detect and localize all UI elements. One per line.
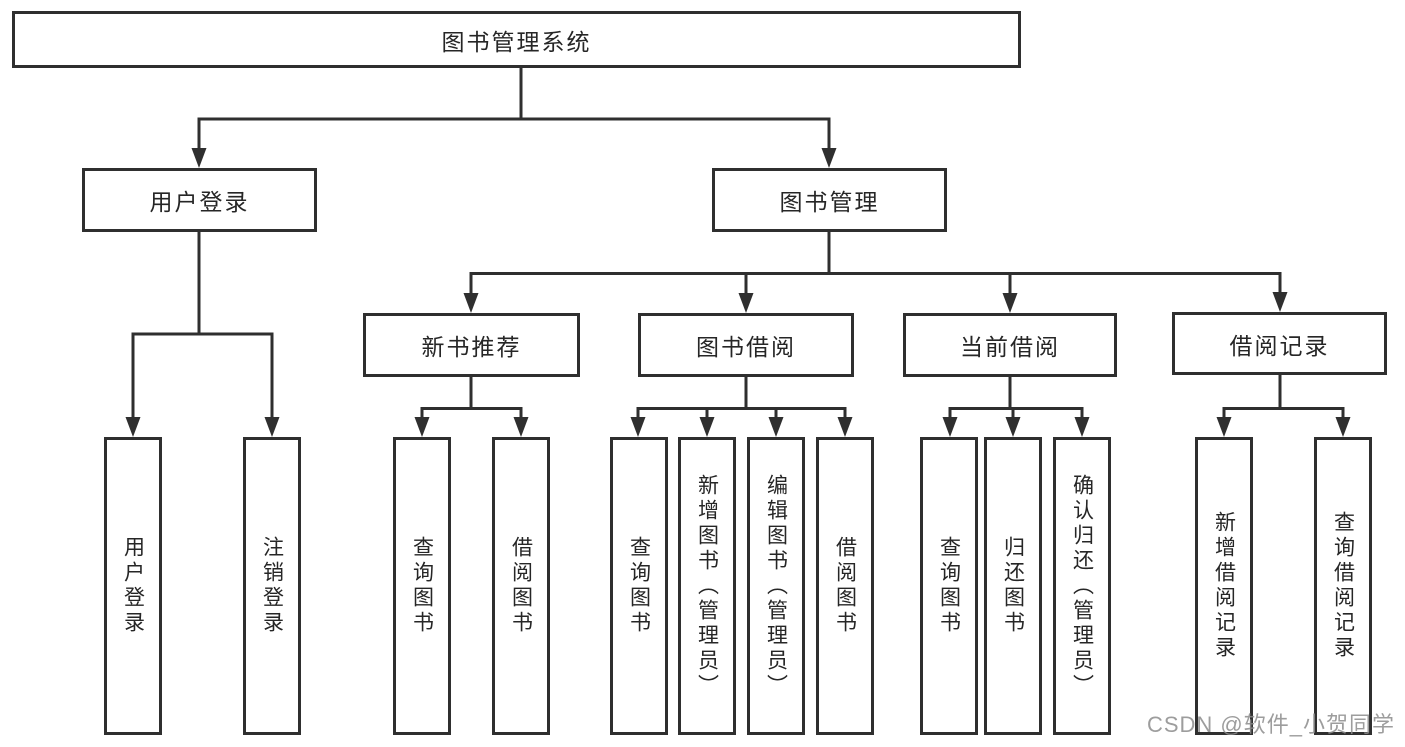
node-new-book-recommend-label: 新书推荐	[421, 334, 522, 360]
leaf-user-login-label: 用户登录	[121, 536, 145, 636]
leaf-return-books-label: 归还图书	[1001, 536, 1025, 636]
leaf-borrowing-query-books: 查询图书	[610, 437, 668, 735]
arrow-icon	[414, 417, 430, 437]
arrow-icon	[513, 417, 529, 437]
node-user-login: 用户登录	[82, 168, 317, 232]
leaf-recommend-query-books: 查询图书	[393, 437, 451, 735]
arrowheads	[125, 148, 1351, 437]
node-book-borrowing-label: 图书借阅	[696, 334, 796, 360]
leaf-add-borrow-record: 新增借阅记录	[1195, 437, 1253, 735]
leaf-add-books-admin: 新增图书（管理员）	[678, 437, 736, 735]
arrow-icon	[837, 417, 853, 437]
leaf-confirm-return-admin-label: 确认归还（管理员）	[1070, 473, 1094, 699]
node-new-book-recommend: 新书推荐	[363, 313, 580, 377]
leaf-recommend-borrow-books-label: 借阅图书	[509, 536, 533, 636]
leaf-add-borrow-record-label: 新增借阅记录	[1212, 511, 1236, 661]
leaf-query-borrow-record-label: 查询借阅记录	[1331, 511, 1355, 661]
leaf-borrowing-borrow-books: 借阅图书	[816, 437, 874, 735]
csdn-watermark: CSDN @软件_小贺同学	[1146, 712, 1395, 737]
node-root-label: 图书管理系统	[441, 28, 592, 55]
leaf-borrowing-borrow-books-label: 借阅图书	[833, 536, 857, 636]
node-borrowing-records-label: 借阅记录	[1229, 332, 1330, 359]
node-borrowing-records: 借阅记录	[1172, 312, 1387, 375]
leaf-recommend-borrow-books: 借阅图书	[492, 437, 550, 735]
arrow-icon	[1074, 417, 1090, 437]
arrow-icon	[821, 148, 837, 168]
arrow-icon	[1216, 417, 1232, 437]
leaf-current-query-books: 查询图书	[920, 437, 978, 735]
arrow-icon	[630, 417, 646, 437]
leaf-edit-books-admin-label: 编辑图书（管理员）	[764, 473, 788, 699]
node-book-management-label: 图书管理	[779, 189, 880, 215]
arrow-icon	[264, 417, 280, 437]
arrow-icon	[1005, 417, 1021, 437]
arrow-icon	[738, 293, 754, 313]
arrow-icon	[463, 293, 479, 313]
leaf-confirm-return-admin: 确认归还（管理员）	[1053, 437, 1111, 735]
arrow-icon	[1335, 417, 1351, 437]
arrow-icon	[768, 417, 784, 437]
node-root: 图书管理系统	[12, 11, 1021, 68]
arrow-icon	[942, 417, 958, 437]
leaf-recommend-query-books-label: 查询图书	[410, 536, 434, 636]
arrow-icon	[125, 417, 141, 437]
node-current-borrowing-label: 当前借阅	[960, 334, 1060, 360]
node-book-management: 图书管理	[712, 168, 947, 232]
node-user-login-label: 用户登录	[149, 189, 250, 215]
leaf-return-books: 归还图书	[984, 437, 1042, 735]
node-current-borrowing: 当前借阅	[903, 313, 1117, 377]
leaf-borrowing-query-books-label: 查询图书	[627, 536, 651, 636]
leaf-user-login: 用户登录	[104, 437, 162, 735]
leaf-query-borrow-record: 查询借阅记录	[1314, 437, 1372, 735]
node-book-borrowing: 图书借阅	[638, 313, 854, 377]
leaf-current-query-books-label: 查询图书	[937, 536, 961, 636]
connector-path	[131, 68, 1345, 419]
leaf-edit-books-admin: 编辑图书（管理员）	[747, 437, 805, 735]
leaf-logout: 注销登录	[243, 437, 301, 735]
arrow-icon	[191, 148, 207, 168]
arrow-icon	[1272, 292, 1288, 312]
arrow-icon	[1002, 293, 1018, 313]
leaf-logout-label: 注销登录	[260, 536, 284, 636]
leaf-add-books-admin-label: 新增图书（管理员）	[695, 473, 719, 699]
arrow-icon	[699, 417, 715, 437]
